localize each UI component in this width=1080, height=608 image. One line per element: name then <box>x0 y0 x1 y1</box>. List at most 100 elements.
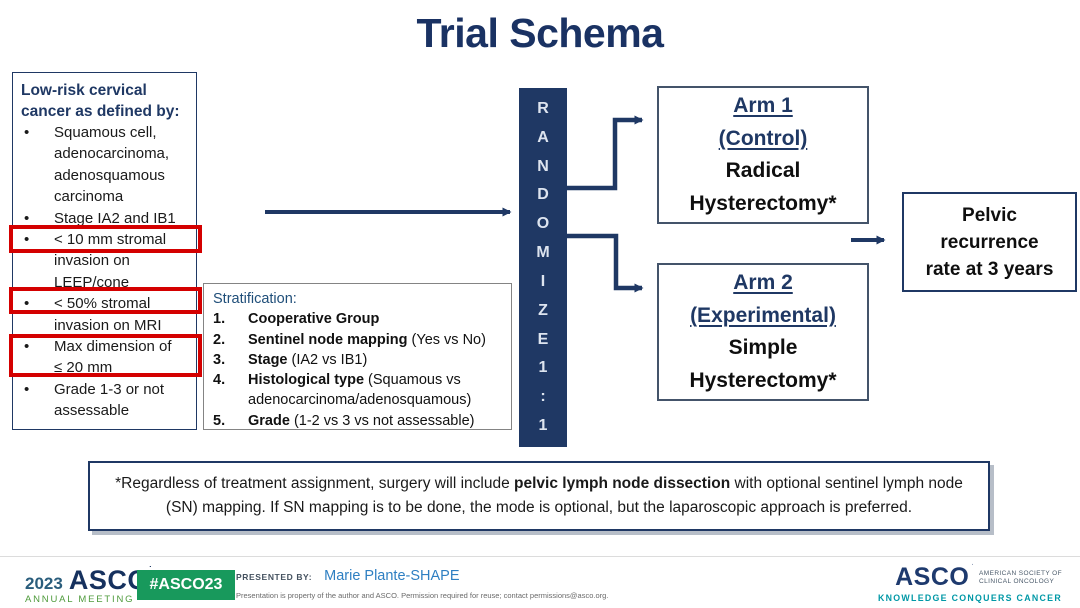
society-logo-org: ASCO <box>895 563 970 591</box>
list-item-line: Grade 1-3 or not <box>54 380 165 398</box>
bullet-icon: • <box>24 209 30 227</box>
item-text: Cooperative Group <box>248 309 379 329</box>
randomize-letter: M <box>536 244 550 262</box>
list-item-text: Stage IA2 and IB1 <box>38 208 176 229</box>
list-item: • Grade 1-3 or not assessable <box>21 379 194 422</box>
page-title: Trial Schema <box>416 10 664 56</box>
item-detail: (Squamous vs adenocarcinoma/adenosquamou… <box>248 372 472 409</box>
randomize-letter: 1 <box>538 359 548 377</box>
item-name: Stage <box>248 351 288 368</box>
stratification-item: 2.Sentinel node mapping (Yes vs No) <box>213 330 505 350</box>
logo-subtitle: ANNUAL MEETING <box>25 594 135 605</box>
item-text: Grade (1-2 vs 3 vs not assessable) <box>248 411 474 431</box>
list-item-text: < 10 mm stromal invasion on LEEP/cone <box>38 229 166 293</box>
presenter-name: Marie Plante-SHAPE <box>324 568 460 584</box>
outcome-line: recurrence <box>940 231 1039 253</box>
arm1-subtitle: (Control) <box>718 126 808 150</box>
list-item-line: LEEP/cone <box>54 273 130 291</box>
asco-society-logo: ASCO ˙ AMERICAN SOCIETY OF CLINICAL ONCO… <box>878 563 1062 603</box>
footnote-segment: pelvic lymph node dissection <box>514 475 731 492</box>
presented-by-label: PRESENTED BY: <box>236 572 313 582</box>
stratification-item: 1. Cooperative Group <box>213 309 505 329</box>
red-highlight-box-stromal-10mm <box>9 225 202 253</box>
arrow-randomize-to-arm1 <box>567 115 644 191</box>
list-item-text: Grade 1-3 or not assessable <box>38 379 164 422</box>
item-detail: (1-2 vs 3 vs not assessable) <box>289 412 475 429</box>
arm1-procedure-line2: Hysterectomy* <box>689 191 837 215</box>
society-name: AMERICAN SOCIETY OF CLINICAL ONCOLOGY <box>979 569 1062 585</box>
randomize-letter: R <box>537 99 549 117</box>
arm2-box: Arm 2 (Experimental) Simple Hysterectomy… <box>657 263 869 401</box>
bullet-icon: • <box>24 380 30 398</box>
randomize-letter: D <box>537 186 549 204</box>
list-item-line: ≤ 20 mm <box>54 359 113 377</box>
primary-outcome-box: Pelvic recurrence rate at 3 years <box>902 192 1077 292</box>
item-name: Cooperative Group <box>248 311 380 328</box>
randomize-letter: N <box>537 157 549 175</box>
item-number: 3. <box>213 351 226 368</box>
list-item-line: Stage IA2 and IB1 <box>54 209 176 227</box>
list-item-line: adenosquamous <box>54 166 165 184</box>
item-text: Stage (IA2 vs IB1) <box>248 350 367 370</box>
logo-year: 2023 <box>25 574 63 593</box>
list-item-line: adenocarcinoma, <box>54 145 170 163</box>
arm1-box: Arm 1 (Control) Radical Hysterectomy* <box>657 86 869 224</box>
footnote-segment: with optional sentinel lymph node (SN) m… <box>165 475 963 516</box>
eligibility-header-line2: cancer as defined by: <box>21 103 180 120</box>
randomize-letter: : <box>540 388 546 406</box>
presented-by: PRESENTED BY: Marie Plante-SHAPE <box>236 568 460 584</box>
randomize-letter: E <box>537 330 549 348</box>
randomize-letter: A <box>537 128 549 146</box>
arm2-subtitle: (Experimental) <box>690 303 836 327</box>
arm1-title: Arm 1 <box>733 94 793 117</box>
stratification-list: 1. Cooperative Group 2.Sentinel node mappi… <box>213 309 505 431</box>
footnote-box: *Regardless of treatment assignment, sur… <box>88 461 990 531</box>
bullet-icon: • <box>24 124 30 141</box>
list-item-line: < 50% stromal <box>54 295 151 313</box>
list-item: • Max dimension of ≤ 20 mm <box>21 336 194 379</box>
list-item-line: Max dimension of <box>54 338 172 356</box>
stratification-item: 3. Stage (IA2 vs IB1) <box>213 350 505 370</box>
bullet-icon: • <box>24 338 30 356</box>
list-item-line: invasion on <box>54 252 130 270</box>
item-detail: (Yes vs No) <box>407 331 486 348</box>
footnote-segment: *Regardless of treatment assignment, sur… <box>115 475 515 492</box>
stratification-header: Stratification: <box>213 291 297 307</box>
list-item: • < 10 mm stromal invasion on LEEP/cone <box>21 229 194 293</box>
randomize-letter: I <box>540 272 546 290</box>
item-number: 1. <box>213 311 226 328</box>
stratification-item: 4.Histological type (Squamous vs adenoca… <box>213 370 505 411</box>
red-highlight-box-max-dimension <box>9 334 202 377</box>
list-item-line: invasion on MRI <box>54 316 162 334</box>
bullet-icon: • <box>24 231 30 249</box>
outcome-line: Pelvic <box>962 204 1017 226</box>
footer-divider <box>0 556 1080 557</box>
arrow-randomize-to-arm2 <box>567 233 644 293</box>
randomize-letter: Z <box>538 301 548 319</box>
item-name: Grade <box>248 412 290 429</box>
eligibility-header-line1: Low-risk cervical <box>21 82 147 99</box>
arm2-procedure-line1: Simple <box>728 336 798 359</box>
stratification-item: 5. Grade (1-2 vs 3 vs not assessable) <box>213 411 505 431</box>
hashtag-badge: #ASCO23 <box>137 570 235 600</box>
item-name: Sentinel node mapping <box>248 331 408 348</box>
list-item: • Squamous cell,adenocarcinoma,adenosquam… <box>21 122 194 208</box>
registered-mark-icon: ˙ <box>971 563 975 572</box>
item-number: 4. <box>213 372 226 389</box>
list-item-line: assessable <box>54 402 130 420</box>
red-highlight-box-stromal-50pct <box>9 287 202 314</box>
item-detail: (IA2 vs IB1) <box>287 351 368 368</box>
copyright-disclaimer: Presentation is property of the author a… <box>236 591 609 600</box>
item-text: Sentinel node mapping (Yes vs No) <box>248 330 486 350</box>
list-item: • Stage IA2 and IB1 <box>21 208 194 229</box>
randomize-letter: 1 <box>538 417 548 435</box>
list-item-text: < 50% stromal invasion on MRI <box>38 293 162 336</box>
stratification-box: Stratification: 1. Cooperative Group 2.Sen… <box>203 283 512 430</box>
list-item-text: Squamous cell,adenocarcinoma,adenosquamo… <box>38 122 169 208</box>
item-number: 5. <box>213 412 226 429</box>
list-item-line: < 10 mm stromal <box>54 231 167 249</box>
arm2-procedure-line2: Hysterectomy* <box>689 368 837 392</box>
outcome-line: rate at 3 years <box>925 258 1054 280</box>
